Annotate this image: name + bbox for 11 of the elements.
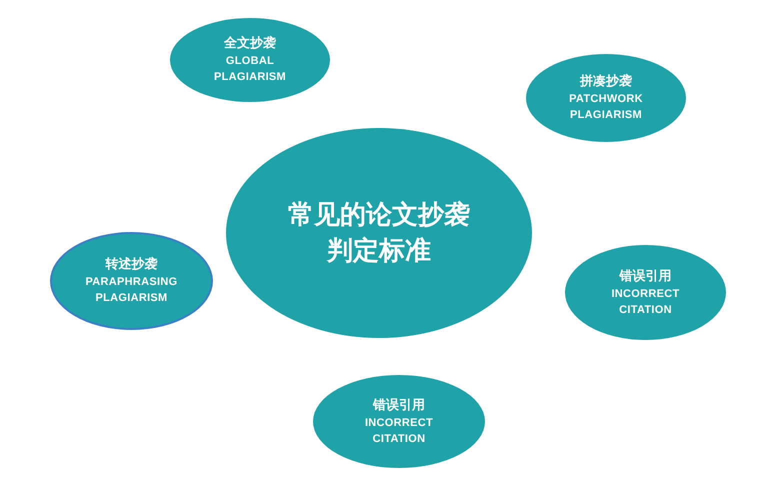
chinese-label: 错误引用 xyxy=(620,268,672,286)
center-title: 常见的论文抄袭判定标准 xyxy=(287,199,471,268)
chinese-label: 拼凑抄袭 xyxy=(580,73,632,91)
english-label: INCORRECT CITATION xyxy=(364,416,434,446)
english-label: GLOBAL PLAGIARISM xyxy=(212,54,288,85)
english-label: PARAPHRASING PLAGIARISM xyxy=(84,275,178,306)
english-label: PATCHWORK PLAGIARISM xyxy=(568,92,644,123)
english-label: INCORRECT CITATION xyxy=(610,286,681,318)
chinese-label: 错误引用 xyxy=(373,396,425,414)
chinese-label: 全文抄袭 xyxy=(224,35,276,53)
chinese-label: 转述抄袭 xyxy=(106,256,158,274)
